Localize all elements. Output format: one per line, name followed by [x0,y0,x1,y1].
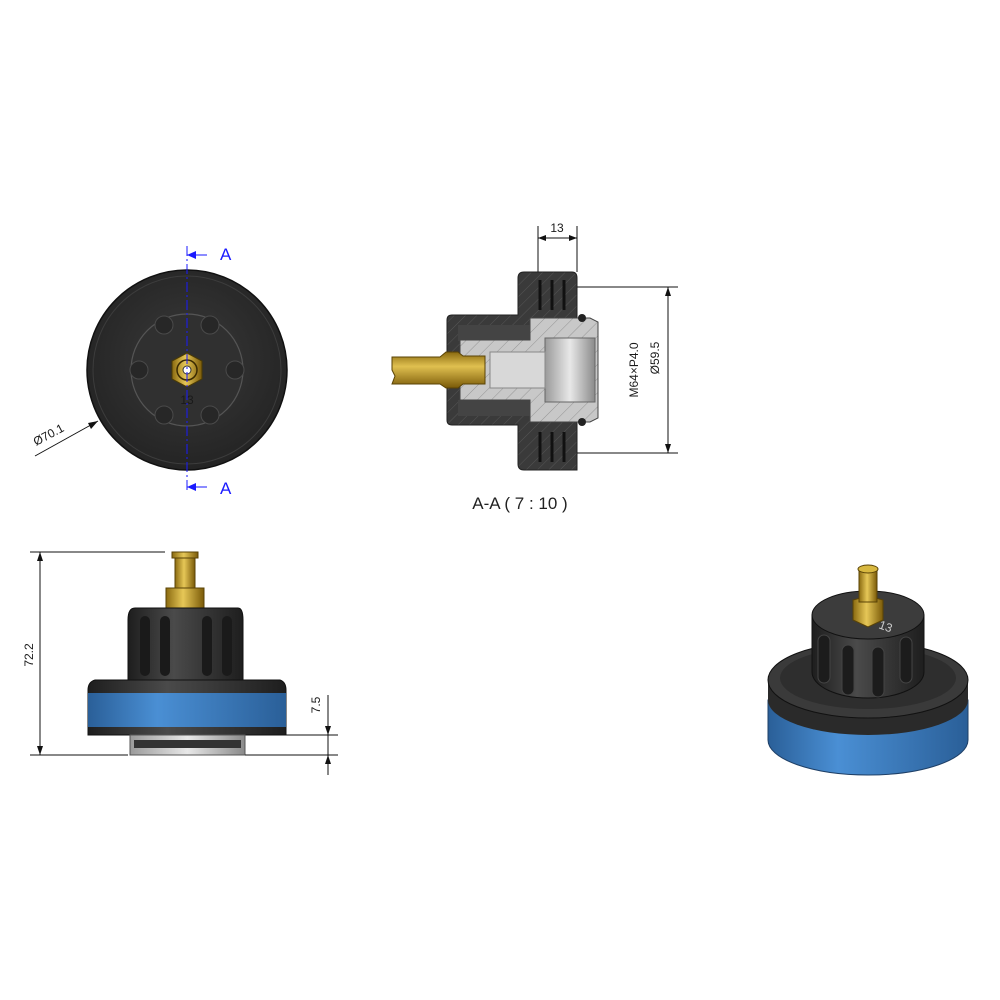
diameter-label: Ø70.1 [31,421,67,449]
spigot-groove [134,740,241,748]
arrow-icon [665,444,671,453]
arrow-icon [37,552,43,561]
diameter-leader [34,420,99,457]
arrow-icon [325,755,331,764]
arrow-icon [187,251,196,259]
o-ring [578,314,586,322]
thread-height-dim: 7.5 [309,696,323,713]
iso-view: 13 [767,564,969,776]
grip-ribs [538,280,566,462]
adapter-bore [544,337,596,403]
section-view: 13 M64×P4.0 Ø59.5 A-A ( 7 : 10 ) [391,221,678,513]
grip-ribs [140,616,232,676]
section-caption: A-A ( 7 : 10 ) [472,494,567,513]
cavity [458,325,538,341]
arrow-icon [569,235,577,241]
section-marker-bottom: A [220,479,232,498]
brass-nozzle-section [391,351,486,389]
cavity [458,400,538,416]
nozzle-tip [171,551,199,559]
hex-size-label: 13 [877,618,895,636]
o-ring [578,418,586,426]
arrow-icon [88,421,98,429]
arrow-icon [37,746,43,755]
hex-nut [165,587,205,609]
top-view: 13 A A Ø70.1 [31,245,288,498]
arrow-icon [538,235,546,241]
nozzle-tip [857,564,879,574]
nozzle-stem [174,557,196,589]
grip-recesses [129,315,245,425]
blue-seal-band [88,693,286,727]
arrow-icon [187,483,196,491]
grip-ribs [817,634,913,698]
arrow-icon [325,726,331,735]
section-marker-top: A [220,245,232,264]
inner-bore [489,351,546,389]
nozzle-stem [858,569,878,603]
diameter-label: Ø59.5 [648,341,662,374]
side-view: 72.2 7.5 [22,551,338,775]
width-dim: 13 [550,221,564,235]
thread-label: M64×P4.0 [627,342,641,397]
height-dim: 72.2 [22,643,36,667]
arrow-icon [665,287,671,296]
